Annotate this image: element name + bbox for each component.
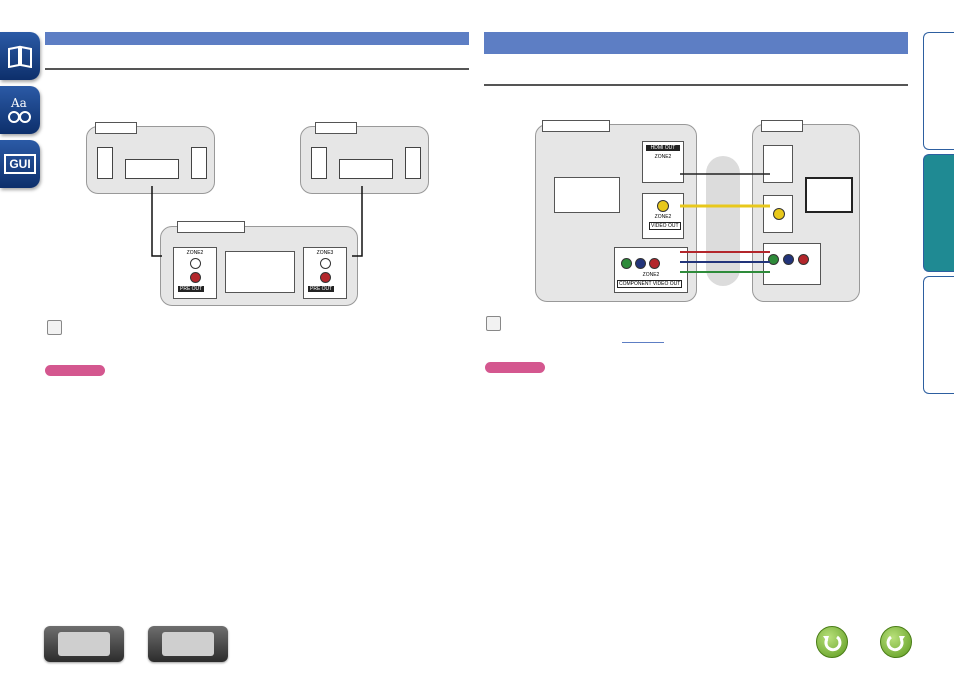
yellow-jack (773, 208, 785, 220)
video-out-block: ZONE2 VIDEO OUT (642, 193, 684, 239)
white-jack (190, 258, 201, 269)
zone3-amplifier-panel (300, 122, 429, 194)
forward-arrow-icon (886, 635, 905, 652)
tv-label-box (761, 120, 803, 132)
front-panel-button[interactable] (44, 626, 124, 662)
speaker-right-icon (405, 147, 421, 179)
caution-pill (485, 362, 545, 373)
right-diagram-cables (680, 173, 770, 273)
amplifier-icon (339, 159, 393, 179)
left-section-header-bar (45, 32, 469, 45)
contents-nav-button[interactable] (0, 32, 40, 80)
left-section-divider (45, 68, 469, 70)
tv-hdmi-in-block (763, 145, 793, 183)
right-section-header-bar (484, 32, 908, 54)
index-nav-button[interactable]: Aa (0, 86, 40, 134)
green-jack (768, 254, 779, 265)
amplifier-icon (125, 159, 179, 179)
component-out-block: ZONE2 COMPONENT VIDEO OUT (614, 247, 688, 293)
receiver-front-icon (225, 251, 295, 293)
forward-button[interactable] (880, 626, 912, 658)
tv-component-in-block (763, 243, 821, 285)
front-panel-icon (58, 632, 110, 656)
blue-jack (635, 258, 646, 269)
zone3-text: ZONE3 (316, 250, 334, 256)
book-icon (8, 45, 32, 68)
aa-index-icon: Aa (8, 96, 31, 123)
right-tab-middle-active[interactable] (923, 154, 954, 272)
zone3-preout-block: ZONE3 PRE OUT (303, 247, 347, 299)
note-pencil-icon (47, 320, 62, 335)
zone3-amp-label-box (315, 122, 357, 134)
video-out-text: VIDEO OUT (649, 222, 681, 230)
cable-channel-shading (706, 156, 740, 286)
gui-nav-button[interactable]: GUI (0, 140, 40, 188)
remote-control-icon (162, 632, 214, 656)
white-jack (320, 258, 331, 269)
left-diagram-cables (151, 186, 363, 257)
zone2-text: ZONE2 (186, 250, 204, 256)
back-arrow-icon (823, 635, 842, 652)
svg-text:Aa: Aa (10, 96, 27, 110)
tv-connection-panel (752, 120, 860, 302)
receiver-front-icon (554, 177, 620, 213)
tv-icon (805, 177, 853, 213)
preout-text: PRE OUT (178, 286, 205, 292)
back-button[interactable] (816, 626, 848, 658)
right-tab-top[interactable] (923, 32, 954, 150)
remote-control-button[interactable] (148, 626, 228, 662)
receiver-label-box (542, 120, 610, 132)
green-jack (621, 258, 632, 269)
zone2-preout-block: ZONE2 PRE OUT (173, 247, 217, 299)
zone2-amp-label-box (95, 122, 137, 134)
note-pencil-icon (486, 316, 501, 331)
receiver-label-box (177, 221, 245, 233)
zone2-text: ZONE2 (654, 214, 672, 220)
page-link-underline[interactable] (622, 342, 664, 343)
hdmi-out-block: HDMI OUT ZONE2 (642, 141, 684, 183)
component-text: COMPONENT VIDEO OUT (617, 280, 683, 288)
red-jack (798, 254, 809, 265)
zone2-amplifier-panel (86, 122, 215, 194)
gui-icon: GUI (4, 154, 36, 174)
preout-text: PRE OUT (308, 286, 335, 292)
yellow-jack (657, 200, 669, 212)
speaker-right-icon (191, 147, 207, 179)
zone2-text: ZONE2 (654, 154, 672, 160)
blue-jack (783, 254, 794, 265)
caution-pill (45, 365, 105, 376)
speaker-left-icon (97, 147, 113, 179)
receiver-rear-panel: ZONE2 PRE OUT ZONE3 PRE OUT (160, 221, 358, 306)
zone2-text: ZONE2 (642, 272, 660, 278)
right-tab-bottom[interactable] (923, 276, 954, 394)
right-section-divider (484, 84, 908, 86)
receiver-connection-panel: HDMI OUT ZONE2 ZONE2 VIDEO OUT ZONE2 COM… (535, 120, 697, 302)
red-jack (320, 272, 331, 283)
red-jack (649, 258, 660, 269)
red-jack (190, 272, 201, 283)
hdmi-out-text: HDMI OUT (646, 145, 680, 151)
tv-video-in-block (763, 195, 793, 233)
speaker-left-icon (311, 147, 327, 179)
